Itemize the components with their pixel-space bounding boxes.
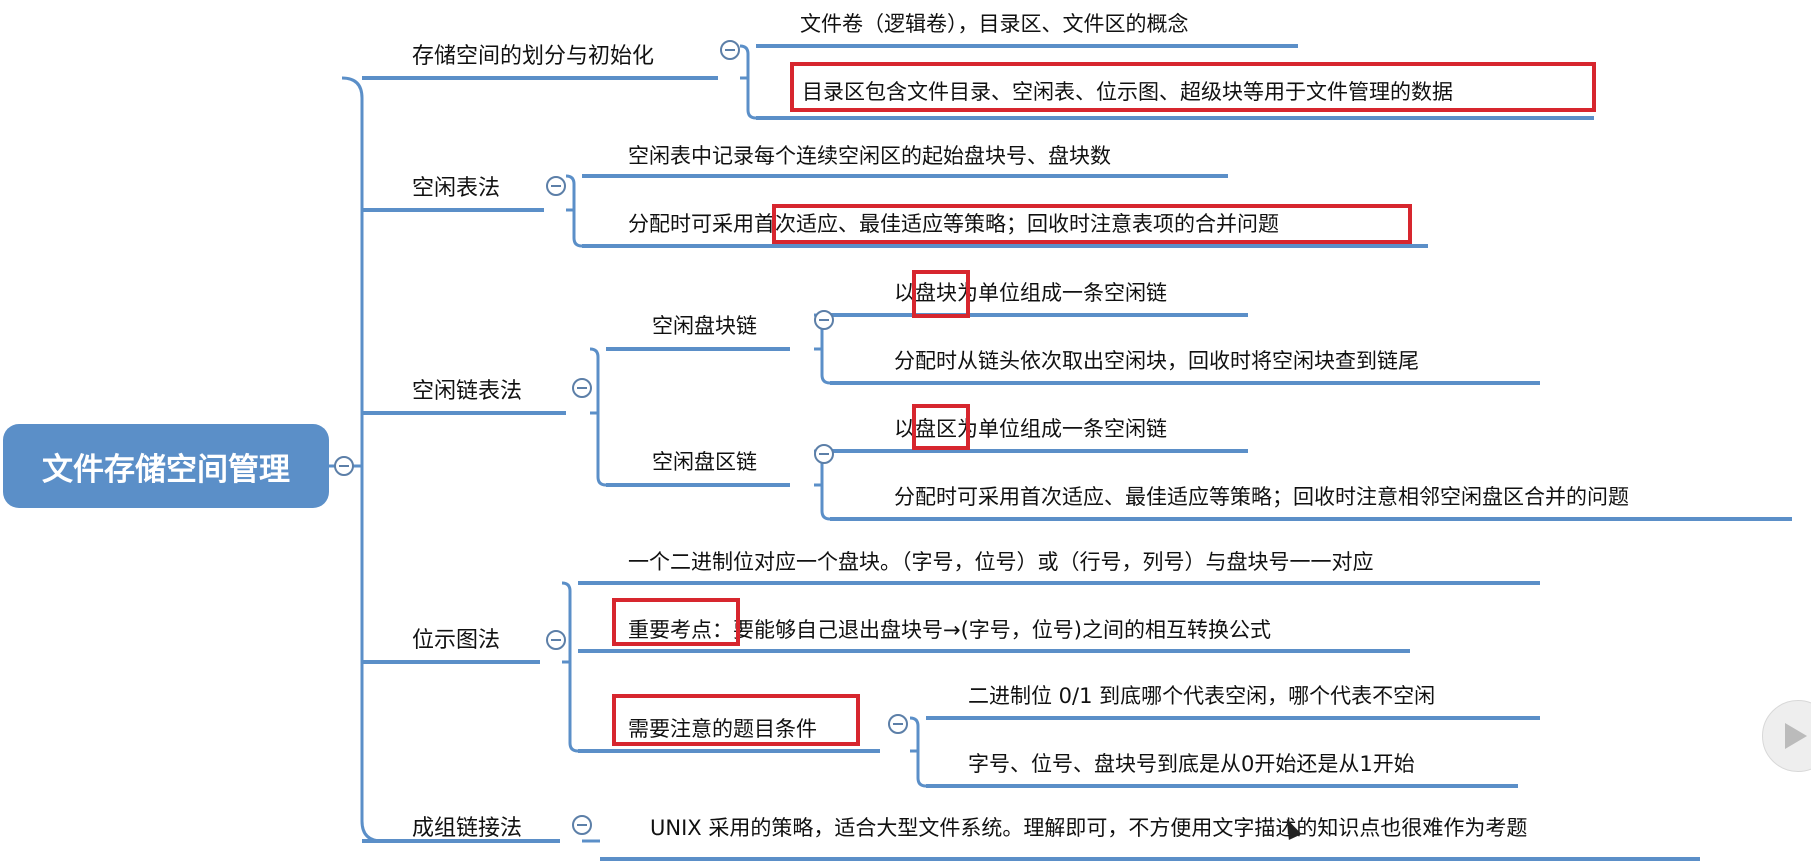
branch-bitmap[interactable]: 位示图法	[412, 630, 500, 652]
sub-free-block-chain-collapse-icon[interactable]	[814, 310, 834, 330]
root-label: 文件存储空间管理	[42, 451, 290, 488]
leaf-volume-concept[interactable]: 文件卷（逻辑卷），目录区、文件区的概念	[800, 14, 1189, 35]
leaf-label: 文件卷（逻辑卷），目录区、文件区的概念	[800, 12, 1189, 36]
highlight-box	[612, 694, 860, 746]
leaf-label: 空闲表中记录每个连续空闲区的起始盘块号、盘块数	[628, 144, 1111, 168]
branch-label: 空闲表法	[412, 176, 501, 201]
leaf-label: 字号、位号、盘块号到底是从0开始还是从1开始	[968, 752, 1415, 776]
leaf-label: 一个二进制位对应一个盘块。（字号，位号）或（行号，列号）与盘块号一一对应	[628, 550, 1374, 574]
sub-free-block-chain[interactable]: 空闲盘块链	[652, 316, 757, 337]
leaf-label: UNIX 采用的策略，适合大型文件系统。理解即可，不方便用文字描述的知识点也很难…	[650, 816, 1528, 840]
highlight-box	[612, 598, 740, 646]
link-trunk	[341, 76, 383, 843]
leaf-label: 以盘区为单位组成一条空闲链	[894, 417, 1167, 441]
branch-free-table[interactable]: 空闲表法	[412, 178, 500, 200]
branch-free-list-collapse-icon[interactable]	[572, 378, 592, 398]
branch-free-list[interactable]: 空闲链表法	[412, 381, 522, 403]
leaf-key-exam-point[interactable]: 重要考点：要能够自己退出盘块号→(字号，位号)之间的相互转换公式	[628, 620, 1271, 641]
branch-label: 空闲链表法	[412, 379, 523, 404]
branch-grouped-linking[interactable]: 成组链接法	[412, 818, 522, 840]
highlight-box	[912, 404, 970, 450]
branch-label: 成组链接法	[412, 816, 523, 841]
leaf-directory-area[interactable]: 目录区包含文件目录、空闲表、位示图、超级块等用于文件管理的数据	[802, 82, 1453, 103]
leaf-zone-unit-chain[interactable]: 以盘区为单位组成一条空闲链	[894, 419, 1167, 440]
sub-question-conditions[interactable]: 需要注意的题目条件	[628, 719, 817, 740]
branch-label: 存储空间的划分与初始化	[412, 44, 655, 69]
branch-bitmap-collapse-icon[interactable]	[546, 630, 566, 650]
leaf-zone-chain-allocation[interactable]: 分配时可采用首次适应、最佳适应等策略；回收时注意相邻空闲盘区合并的问题	[894, 487, 1629, 508]
leaf-label: 二进制位 0/1 到底哪个代表空闲，哪个代表不空闲	[968, 684, 1436, 708]
sub-free-zone-chain-collapse-icon[interactable]	[814, 444, 834, 464]
play-icon[interactable]	[1762, 700, 1811, 772]
highlight-box	[772, 204, 1412, 244]
sub-label: 空闲盘区链	[652, 450, 757, 474]
leaf-index-start[interactable]: 字号、位号、盘块号到底是从0开始还是从1开始	[968, 754, 1415, 775]
branch-storage-partition[interactable]: 存储空间的划分与初始化	[412, 46, 654, 68]
leaf-label: 以盘块为单位组成一条空闲链	[894, 281, 1167, 305]
sub-label: 需要注意的题目条件	[628, 717, 817, 741]
root-collapse-icon[interactable]	[334, 456, 354, 476]
leaf-bit-meaning[interactable]: 二进制位 0/1 到底哪个代表空闲，哪个代表不空闲	[968, 686, 1435, 707]
leaf-block-unit-chain[interactable]: 以盘块为单位组成一条空闲链	[894, 283, 1167, 304]
branch-label: 位示图法	[412, 628, 501, 653]
leaf-label: 重要考点：要能够自己退出盘块号→(字号，位号)之间的相互转换公式	[628, 618, 1271, 642]
leaf-label: 分配时可采用首次适应、最佳适应等策略；回收时注意表项的合并问题	[628, 212, 1279, 236]
leaf-label: 分配时从链头依次取出空闲块，回收时将空闲块查到链尾	[894, 349, 1419, 373]
sub-label: 空闲盘块链	[652, 314, 757, 338]
leaf-bit-block-mapping[interactable]: 一个二进制位对应一个盘块。（字号，位号）或（行号，列号）与盘块号一一对应	[628, 552, 1374, 573]
branch-free-table-collapse-icon[interactable]	[546, 176, 566, 196]
branch-storage-partition-collapse-icon[interactable]	[720, 40, 740, 60]
root-node[interactable]: 文件存储空间管理	[3, 424, 329, 508]
branch-grouped-linking-collapse-icon[interactable]	[572, 815, 592, 835]
leaf-unix-strategy[interactable]: UNIX 采用的策略，适合大型文件系统。理解即可，不方便用文字描述的知识点也很难…	[650, 818, 1527, 839]
leaf-label: 目录区包含文件目录、空闲表、位示图、超级块等用于文件管理的数据	[802, 80, 1453, 104]
leaf-free-table-record[interactable]: 空闲表中记录每个连续空闲区的起始盘块号、盘块数	[628, 146, 1111, 167]
leaf-free-table-allocation[interactable]: 分配时可采用首次适应、最佳适应等策略；回收时注意表项的合并问题	[628, 214, 1279, 235]
leaf-block-chain-allocation[interactable]: 分配时从链头依次取出空闲块，回收时将空闲块查到链尾	[894, 351, 1419, 372]
sub-free-zone-chain[interactable]: 空闲盘区链	[652, 452, 757, 473]
leaf-label: 分配时可采用首次适应、最佳适应等策略；回收时注意相邻空闲盘区合并的问题	[894, 485, 1629, 509]
sub-question-conditions-collapse-icon[interactable]	[888, 714, 908, 734]
highlight-box	[790, 62, 1596, 112]
highlight-box	[912, 270, 970, 318]
